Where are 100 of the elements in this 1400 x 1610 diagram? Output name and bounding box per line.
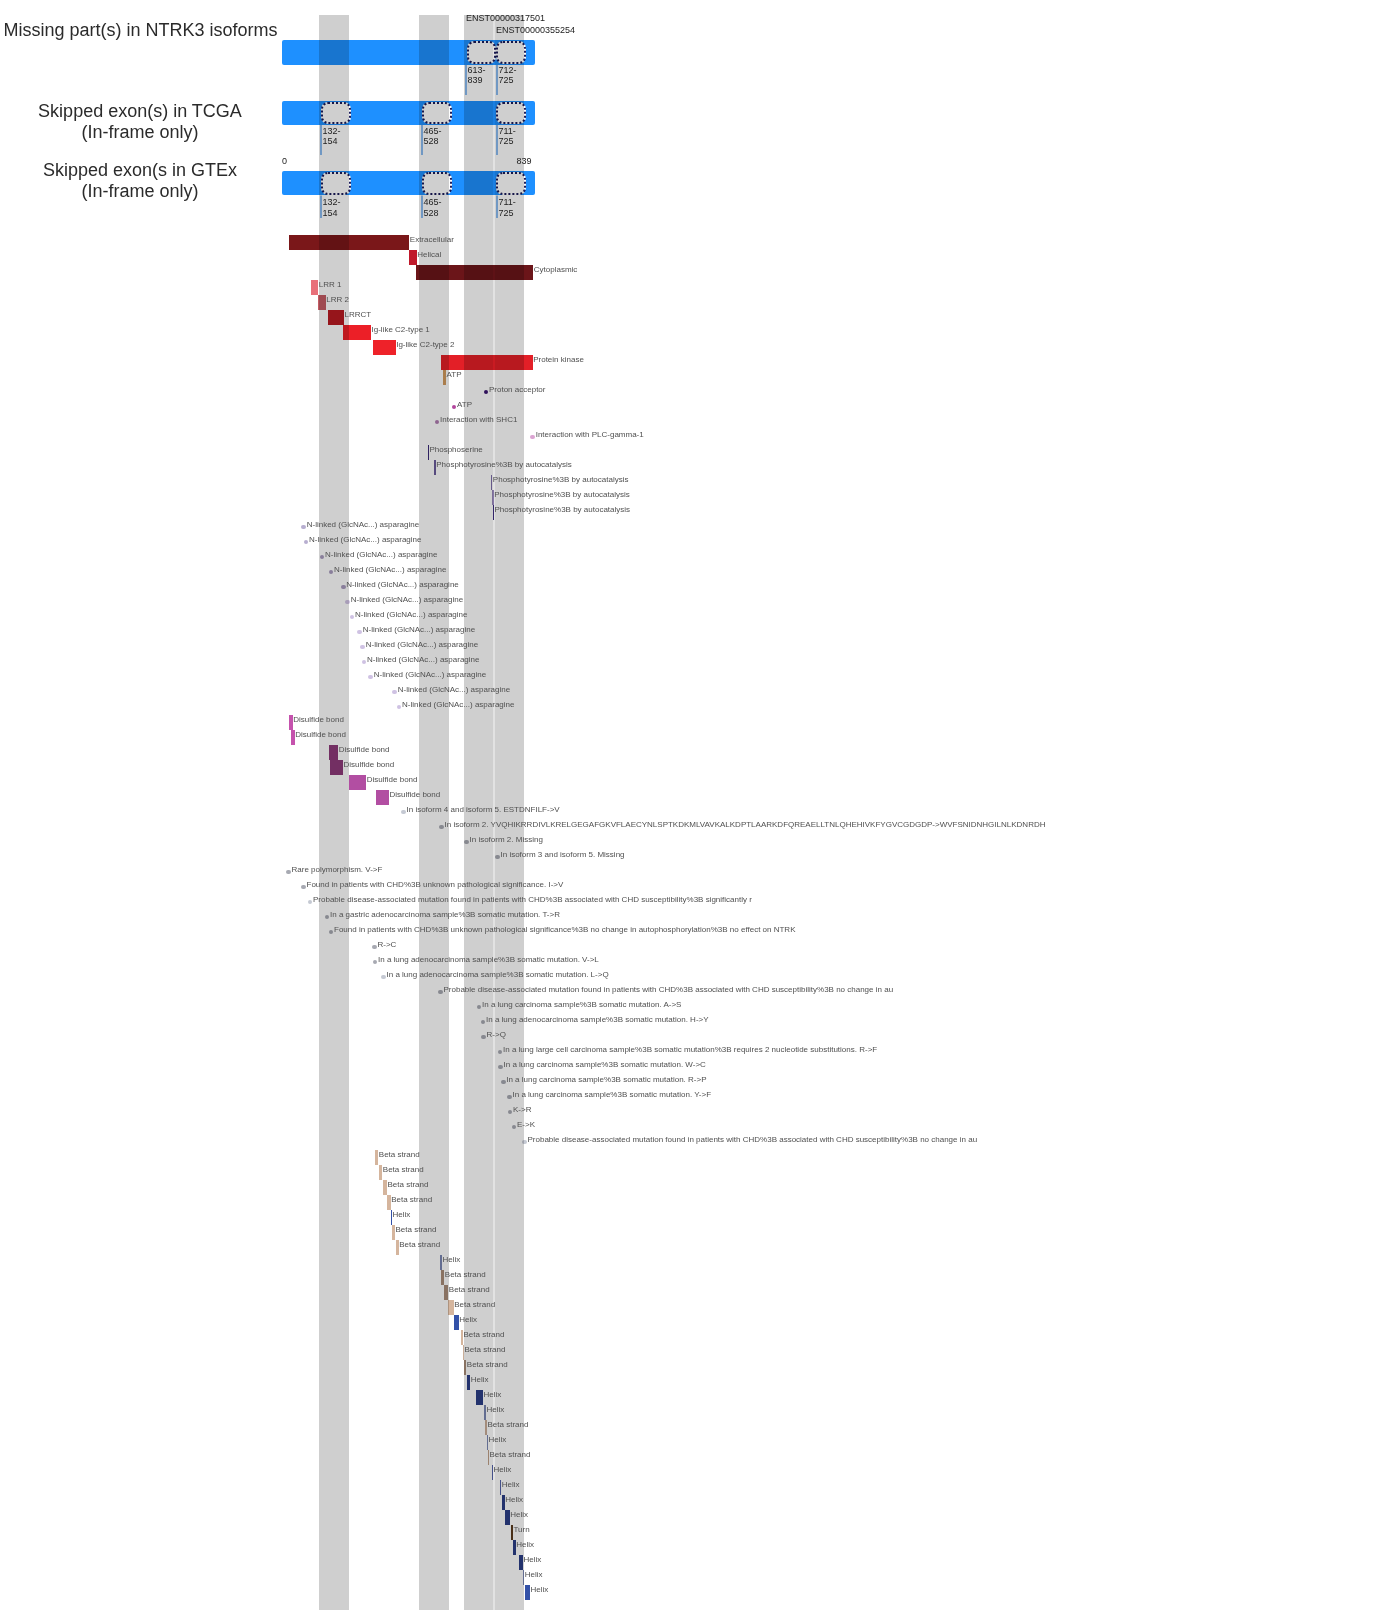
feature-tick [427,445,429,460]
structure-bar [467,1375,471,1390]
feature-label: In a lung carcinoma sample%3B somatic mutation. Y->F [512,1090,712,1100]
site-dot-icon [498,1064,503,1070]
feature-label: N-linked (GlcNAc...) asparagine [334,565,447,575]
site-dot-icon [522,1139,527,1145]
dotted-outline [496,101,526,125]
feature-label: K->R [513,1105,532,1115]
range-label: 613- 839 [467,65,487,85]
feature-label: In isoform 2. Missing [469,835,543,845]
feature-label: Phosphotyrosine%3B by autocatalysis [494,505,631,515]
site-dot-icon [439,824,444,830]
feature-label: In a lung adenocarcinoma sample%3B somatic mutation. H->Y [486,1015,709,1025]
structure-bar [501,1495,505,1510]
structure-bar [392,1225,395,1240]
feature-label: Ig-like C2-type 2 [396,340,455,350]
site-dot-icon [319,554,325,560]
feature-label: Disulfide bond [389,790,441,800]
feature-label: In a lung adenocarcinoma sample%3B somatic mutation. V->L [378,955,599,965]
feature-label: Cytoplasmic [533,265,578,275]
feature-label: Extracellular [409,235,454,245]
dotted-outline [496,171,526,195]
dotted-outline [422,171,452,195]
structure-bar [464,1360,467,1375]
track-title: Skipped exon(s in GTEx (In-frame only) [41,160,239,203]
site-dot-icon [481,1034,486,1040]
structure-bar [453,1315,459,1330]
structure-bar [379,1165,383,1180]
feature-label: LRRCT [344,310,372,320]
range-label: 711- 725 [498,125,517,146]
feature-label: N-linked (GlcNAc...) asparagine [325,550,438,560]
site-dot-icon [324,914,330,920]
structure-bar [387,1195,391,1210]
feature-bar [376,790,389,805]
feature-tick [492,490,494,505]
feature-label: R->Q [486,1030,506,1040]
site-dot-icon [451,404,457,410]
dotted-outline [321,101,351,125]
site-dot-icon [511,1124,517,1130]
feature-label: Disulfide bond [295,730,346,740]
site-dot-icon [368,674,374,680]
feature-label: Ig-like C2-type 1 [371,325,430,335]
feature-bar [441,355,533,370]
range-label: 712- 725 [498,65,518,85]
feature-label: Beta strand [395,1225,437,1235]
track-bar [282,40,535,65]
feature-label: Beta strand [391,1195,433,1205]
range-label: 465- 528 [423,125,443,146]
site-dot-icon [301,884,306,890]
site-dot-icon [372,944,377,950]
feature-bar [349,775,367,790]
feature-bar [318,295,326,310]
site-dot-icon [507,1094,512,1100]
site-dot-icon [303,539,309,545]
feature-label: Beta strand [444,1270,486,1280]
range-label: 711- 725 [498,197,517,218]
feature-label: LRR 2 [326,295,349,305]
site-dot-icon [434,419,440,425]
feature-label: Helix [459,1315,477,1325]
feature-label: Beta strand [489,1450,531,1460]
site-dot-icon [500,1079,506,1085]
feature-bar [343,325,371,340]
site-dot-icon [476,1004,482,1010]
site-dot-icon [301,524,307,530]
feature-label: Helix [530,1585,549,1595]
feature-label: Rare polymorphism. V->F [291,865,383,875]
feature-label: Helix [392,1210,411,1220]
feature-label: Helical [417,250,442,260]
feature-label: Phosphotyrosine%3B by autocatalysis [436,460,572,470]
feature-label: Phosphotyrosine%3B by autocatalysis [494,490,630,500]
feature-label: Helix [483,1390,502,1400]
feature-label: In a lung carcinoma sample%3B somatic mutation. R->P [506,1075,707,1085]
feature-label: Protein kinase [533,355,584,365]
feature-label: Helix [510,1510,528,1520]
feature-label: Interaction with PLC-gamma-1 [535,430,644,440]
site-dot-icon [372,959,378,965]
site-dot-icon [396,704,402,710]
feature-label: E->K [517,1120,535,1130]
feature-label: In a lung large cell carcinoma sample%3B somatic mutation%3B requires 2 nucleotide substitutions. R->F [503,1045,878,1055]
structure-bar [444,1285,449,1300]
site-dot-icon [345,599,351,605]
feature-label: In a gastric adenocarcinoma sample%3B somatic mutation. T->R [330,910,560,920]
track-bar [282,171,535,196]
site-dot-icon [349,614,355,620]
feature-label: N-linked (GlcNAc...) asparagine [402,700,515,710]
feature-label: Phosphoserine [429,445,483,455]
feature-bar [291,730,295,745]
feature-label: Phosphotyrosine%3B by autocatalysis [492,475,629,485]
feature-bar [311,280,319,295]
feature-label: R->C [377,940,397,950]
feature-label: Helix [486,1405,505,1415]
site-dot-icon [480,1019,486,1025]
feature-label: LRR 1 [318,280,342,290]
site-dot-icon [328,929,334,935]
track-bar [282,101,535,125]
feature-label: Probable disease-associated mutation found in patients with CHD%3B associated with CHD susceptibility%3B no change in au [443,985,894,995]
feature-label: N-linked (GlcNAc...) asparagine [365,640,479,650]
feature-label: N-linked (GlcNAc...) asparagine [350,595,464,605]
site-dot-icon [464,839,469,845]
feature-tick [492,505,494,520]
